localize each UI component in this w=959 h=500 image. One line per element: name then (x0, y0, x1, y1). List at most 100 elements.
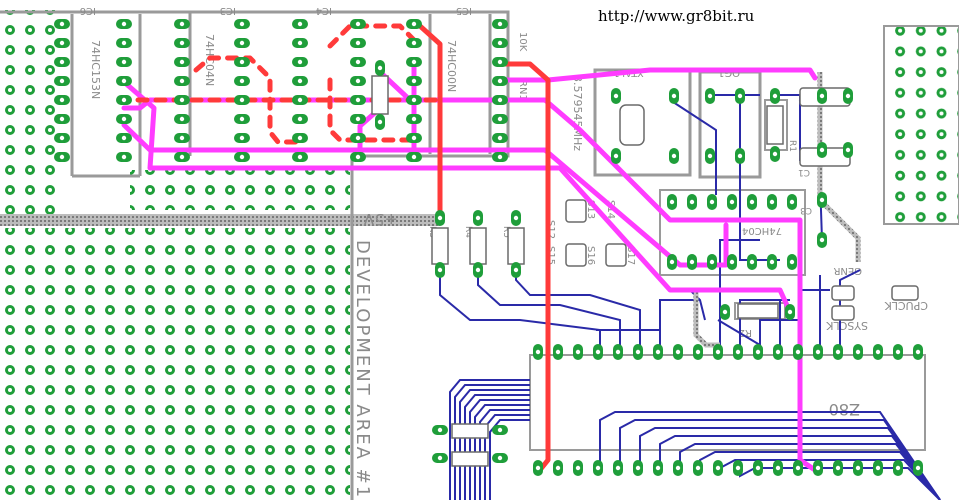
proto-grid-right (883, 25, 959, 225)
ic-pad (767, 194, 777, 210)
cpu-pad (893, 344, 903, 360)
resistor-pad (492, 425, 508, 435)
cpu-pad (733, 344, 743, 360)
cpu-pad (853, 460, 863, 476)
resistor-value-label: 10K (517, 32, 528, 52)
ic-pad (350, 152, 366, 162)
cpu-pad (673, 460, 683, 476)
ic-pad (116, 152, 132, 162)
cpu-pad (873, 344, 883, 360)
ic-pad (234, 38, 250, 48)
cpu-pad (553, 344, 563, 360)
resistor-pad (432, 425, 448, 435)
cpuclk-label: CPUCLK (884, 299, 928, 312)
cpu-pad (693, 344, 703, 360)
ic-pad (234, 19, 250, 29)
ic3-label: IC3 (220, 5, 236, 16)
ic-pad (747, 254, 757, 270)
passive-pad (817, 142, 827, 158)
proto-grid-top-left (0, 10, 62, 220)
cpu-pad (573, 344, 583, 360)
ic-pad (687, 254, 697, 270)
ic-pad (350, 19, 366, 29)
cpu-pad (893, 460, 903, 476)
resistor-pad (432, 453, 448, 463)
ic-pad (116, 76, 132, 86)
cpu-pad (813, 460, 823, 476)
ic-pad (406, 114, 422, 124)
crystal-pad (611, 88, 621, 104)
cpu-pad (553, 460, 563, 476)
resistor-r5-label: R5 (501, 226, 511, 238)
magenta-traces (121, 61, 818, 473)
ic-pad (116, 38, 132, 48)
ic-pad (406, 76, 422, 86)
ic-pad (667, 254, 677, 270)
passive-pad (817, 192, 827, 208)
ic-pad (54, 38, 70, 48)
ic-pad (116, 133, 132, 143)
ic-pad (292, 57, 308, 67)
cpu-pad (693, 460, 703, 476)
cpu-pad (853, 344, 863, 360)
cpu-pad (673, 344, 683, 360)
ic-pad (234, 76, 250, 86)
development-area-label: DEVELOPMENT AREA #1 (352, 240, 373, 499)
crystal-pad (611, 148, 621, 164)
frequency-label: 3.579545MHz (571, 75, 584, 151)
ic-pad (406, 57, 422, 67)
crystal-pad (705, 148, 715, 164)
cpu-pad (593, 460, 603, 476)
cpu-pad (753, 460, 763, 476)
cpu-pad (613, 344, 623, 360)
ic-pad (234, 95, 250, 105)
ic-pad (492, 114, 508, 124)
power-bus (0, 214, 440, 226)
ic-pad (406, 38, 422, 48)
inverter-chip-label: 74HC04 (742, 225, 782, 236)
ic5-part-label: 74HC00N (445, 40, 458, 92)
ic-pad (707, 194, 717, 210)
ic6-part-label: 74HC153N (89, 40, 102, 99)
ic-pad (492, 95, 508, 105)
resistor-r2-label: R2 (739, 327, 752, 338)
ic-pad (116, 114, 132, 124)
switch-s13-label: S13 (585, 200, 596, 219)
cpu-pad (793, 344, 803, 360)
switch-s16-label: S16 (585, 246, 596, 265)
passive-pad (770, 146, 780, 162)
ic-pad (292, 38, 308, 48)
resistor-pad (435, 262, 445, 278)
cpu-pad (833, 460, 843, 476)
cpu-chip-label: Z80 (829, 400, 860, 419)
passive-pad (843, 142, 853, 158)
component-bodies (371, 75, 919, 467)
passive-pad (817, 88, 827, 104)
ic-pad (54, 57, 70, 67)
ic-pad (292, 95, 308, 105)
ic-pad (174, 38, 190, 48)
switch-s17-label: S17 (625, 246, 636, 265)
ic-pad (234, 152, 250, 162)
resistor-pad (435, 210, 445, 226)
ic-pad (174, 95, 190, 105)
cpu-pad (913, 344, 923, 360)
ic-pad (292, 152, 308, 162)
ic-pad (174, 152, 190, 162)
cpu-pad (713, 344, 723, 360)
ic-pad (492, 133, 508, 143)
ic-pad (54, 152, 70, 162)
ic-pad (292, 114, 308, 124)
ic-pad (54, 114, 70, 124)
development-area-grid (0, 228, 350, 500)
ic-pad (747, 194, 757, 210)
ic-pad (54, 133, 70, 143)
cpu-pad (593, 344, 603, 360)
ic-pad (292, 19, 308, 29)
crystal-pad (669, 148, 679, 164)
ic-pad (54, 19, 70, 29)
ic-pad (174, 114, 190, 124)
ic-pad (116, 95, 132, 105)
passive-pad (843, 88, 853, 104)
ic-pad (116, 19, 132, 29)
